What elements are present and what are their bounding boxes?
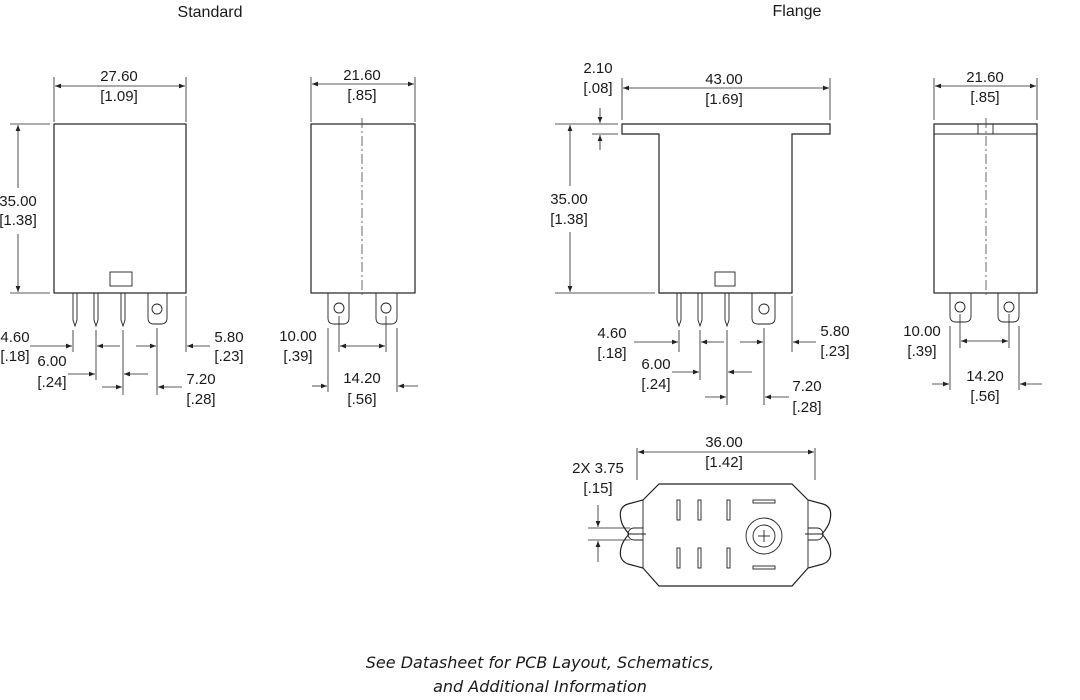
standard-front-width-mm: 27.60 [100,68,138,85]
standard-front-pin-d-mm: 7.20 [186,371,215,388]
standard-front-pin-d-in: [.28] [186,391,215,408]
flange-side-view: 21.60 [.85] 10.00 [.39] 14.20 [.56] [903,69,1042,405]
flange-side-pin-b-mm: 14.20 [966,368,1004,385]
flange-side-width-mm: 21.60 [966,69,1004,86]
flange-front-body [621,123,831,294]
flange-side-body [933,123,1038,294]
standard-front-width-in: [1.09] [100,88,138,105]
flange-front-width-in: [1.69] [705,91,743,108]
standard-side-width-in: [.85] [347,87,376,104]
standard-front-tab [109,271,133,287]
flange-side-pin-a-mm: 10.00 [903,323,941,340]
flange-hole-diameter-in: [.15] [583,480,612,497]
adjustment-screw-icon [745,517,783,555]
flange-bottom-view: 36.00 [1.42] 2X 3.75 [.15] [572,434,832,587]
flange-thickness-mm: 2.10 [583,60,612,77]
flange-bottom-body [619,483,832,587]
standard-side-body [310,123,416,294]
standard-side-pins [327,293,398,325]
flange-front-pin-a-in: [.18] [597,345,626,362]
datasheet-note-line2: and Additional Information [433,677,647,696]
flange-hole-spacing-mm: 36.00 [705,434,743,451]
flange-front-pin-c-mm: 5.80 [820,323,849,340]
flange-side-pin-b-in: [.56] [970,388,999,405]
flange-front-tab [714,271,736,287]
flange-thickness-in: [.08] [583,80,612,97]
standard-title: Standard [178,4,243,21]
flange-front-pins [676,293,776,328]
standard-front-pin-c-mm: 5.80 [214,329,243,346]
flange-side-pins [949,293,1020,323]
standard-front-pin-a-mm: 4.60 [0,329,29,346]
standard-side-pin-a-mm: 10.00 [279,328,317,345]
flange-hole-spacing-in: [1.42] [705,454,743,471]
flange-front-height-in: [1.38] [550,211,588,228]
flange-front-pin-a-mm: 4.60 [597,325,626,342]
flange-title: Flange [773,3,822,20]
flange-front-height-mm: 35.00 [550,191,588,208]
standard-front-pin-a-in: [.18] [0,348,29,365]
standard-side-width-mm: 21.60 [343,67,381,84]
datasheet-note-line1: See Datasheet for PCB Layout, Schematics… [365,653,715,672]
standard-front-pin-b-in: [.24] [37,374,66,391]
standard-front-height-in: [1.38] [0,212,37,229]
flange-mount-holes [627,527,824,541]
standard-side-pin-b-mm: 14.20 [343,370,381,387]
standard-front-height-mm: 35.00 [0,193,37,210]
flange-side-width-in: [.85] [970,89,999,106]
flange-hole-diameter-mm: 2X 3.75 [572,460,624,477]
flange-bottom-pin-slots [676,499,776,570]
flange-front-pin-d-in: [.28] [792,399,821,416]
flange-front-pin-d-mm: 7.20 [792,378,821,395]
flange-front-view: 2.10 [.08] 43.00 [1.69] 35.00 [1.38] 4.6… [550,60,849,416]
standard-front-pins [72,293,168,328]
flange-front-pin-c-in: [.23] [820,343,849,360]
standard-front-pin-b-mm: 6.00 [37,353,66,370]
standard-side-view: 21.60 [.85] 10.00 [.39] 14.20 [.56] [279,67,418,408]
standard-side-pin-b-in: [.56] [347,391,376,408]
standard-front-view: 27.60 [1.09] 35.00 [1.38] 4.60 [.18] 6.0… [0,68,244,408]
flange-front-pin-b-in: [.24] [641,376,670,393]
flange-side-pin-a-in: [.39] [907,343,936,360]
standard-side-pin-a-in: [.39] [283,348,312,365]
standard-front-pin-c-in: [.23] [214,348,243,365]
flange-front-width-mm: 43.00 [705,71,743,88]
standard-front-body [53,123,187,294]
flange-front-pin-b-mm: 6.00 [641,356,670,373]
